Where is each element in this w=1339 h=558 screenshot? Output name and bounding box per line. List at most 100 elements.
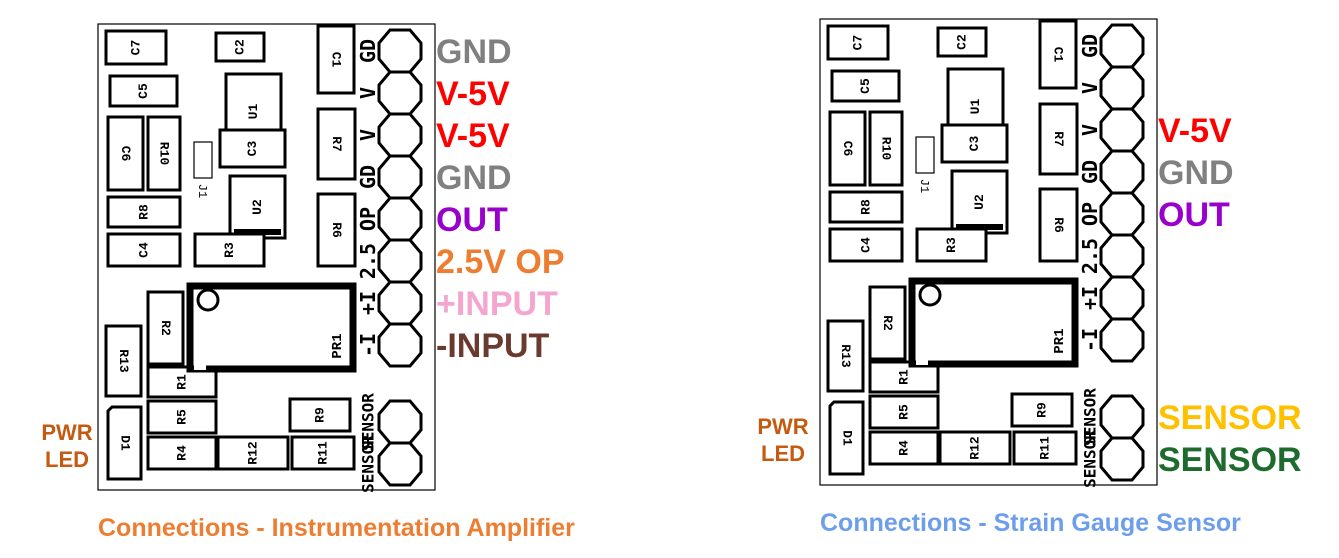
component-r12: R12 <box>938 430 1012 466</box>
component-label: R2 <box>158 320 173 336</box>
component-label: R9 <box>313 407 328 423</box>
pin-label: GD <box>356 165 380 189</box>
component-pr1: PR1 <box>908 277 1079 368</box>
led-text: LED <box>45 447 89 472</box>
component-r4: R4 <box>146 435 218 471</box>
component-label: R12 <box>246 441 261 465</box>
pin-label: V <box>356 129 380 141</box>
component-label: C3 <box>967 136 982 152</box>
component-body <box>826 24 890 61</box>
sensor-pin <box>377 441 423 487</box>
component-c6: C6 <box>828 110 867 187</box>
component-r2: R2 <box>868 285 907 361</box>
component-label: R5 <box>897 404 912 420</box>
sensor-connection-label: SENSOR <box>1158 441 1302 479</box>
component-body <box>828 227 904 263</box>
connection-label: V-5V <box>1158 112 1232 150</box>
component-r9: R9 <box>1010 392 1074 428</box>
component-label: R13 <box>838 344 853 368</box>
component-label: C7 <box>129 40 144 56</box>
component-c5: C5 <box>108 74 179 108</box>
component-body <box>106 195 182 229</box>
header-pin <box>1099 107 1145 153</box>
component-r7: R7 <box>316 107 357 181</box>
component-label: PR1 <box>1052 328 1068 353</box>
header-pin <box>377 154 423 200</box>
header-pin <box>377 280 423 326</box>
trimpot-adjust <box>196 288 220 312</box>
component-d1: D1 <box>106 405 143 481</box>
connection-label: V-5V <box>436 75 510 113</box>
header-pin <box>377 28 423 74</box>
component-body <box>214 31 266 63</box>
header-pin <box>1099 191 1145 237</box>
sensor-pin <box>377 399 423 445</box>
component-label: U2 <box>250 199 265 215</box>
component-body <box>193 232 266 268</box>
connection-label: -INPUT <box>436 327 550 365</box>
sensor-connection-label: SENSOR <box>1158 399 1302 437</box>
component-label: R12 <box>968 436 983 460</box>
pin-label: V <box>1078 124 1102 136</box>
pin-label: +I <box>356 291 380 315</box>
component-body <box>290 435 356 471</box>
component-r7: R7 <box>1038 102 1079 176</box>
component-body <box>108 74 179 108</box>
component-r11: R11 <box>290 435 356 471</box>
component-body <box>146 399 218 435</box>
pin-label: OP <box>1078 202 1102 226</box>
led-text: LED <box>761 441 805 466</box>
component-label: C1 <box>1051 47 1066 63</box>
pwr-text: PWR <box>757 414 809 439</box>
component-label: R13 <box>116 349 131 373</box>
component-label: C1 <box>329 52 344 68</box>
header-pin <box>1099 23 1145 69</box>
component-label: C2 <box>955 34 970 50</box>
component-label: C4 <box>859 237 874 253</box>
component-c1: C1 <box>1038 19 1078 90</box>
sensor-pin-label: SENSOR <box>359 435 378 493</box>
component-body <box>316 24 356 95</box>
led-body <box>106 405 143 481</box>
component-c6: C6 <box>106 115 145 192</box>
connection-label: V-5V <box>436 117 510 155</box>
trimpot-adjust <box>918 283 942 307</box>
component-c5: C5 <box>830 69 901 103</box>
component-body <box>950 169 1009 235</box>
component-c4: C4 <box>828 227 904 263</box>
component-body <box>830 69 901 103</box>
pin-label: -I <box>1078 328 1102 352</box>
component-body <box>316 192 357 268</box>
connection-label: OUT <box>1158 196 1230 234</box>
component-r13: R13 <box>826 319 865 393</box>
header-pin <box>1099 275 1145 321</box>
pin-label: V <box>356 87 380 99</box>
component-label: J1 <box>917 179 931 193</box>
component-r3: R3 <box>915 227 988 263</box>
component-label: R10 <box>879 137 894 161</box>
sensor-pin-label: SENSOR <box>1081 430 1100 488</box>
connection-label: GND <box>436 33 512 71</box>
pwr-led-label-left: PWR LED <box>32 419 102 473</box>
component-label: R8 <box>137 204 152 220</box>
component-r4: R4 <box>868 430 940 466</box>
component-r10: R10 <box>146 115 182 192</box>
jumper-body <box>193 141 213 179</box>
component-r5: R5 <box>868 394 940 430</box>
connection-label: GND <box>1158 154 1234 192</box>
component-body <box>316 107 357 181</box>
component-label: C3 <box>245 141 260 157</box>
header-pin <box>377 70 423 116</box>
component-body <box>104 29 168 66</box>
header-pin <box>377 196 423 242</box>
component-body <box>828 110 867 187</box>
pwr-text: PWR <box>41 420 93 445</box>
pin-label: OP <box>356 207 380 231</box>
component-label: R4 <box>175 445 190 461</box>
component-r2: R2 <box>146 290 185 366</box>
component-j1: J1 <box>915 136 935 193</box>
component-label: R9 <box>1035 402 1050 418</box>
component-r8: R8 <box>106 195 182 229</box>
